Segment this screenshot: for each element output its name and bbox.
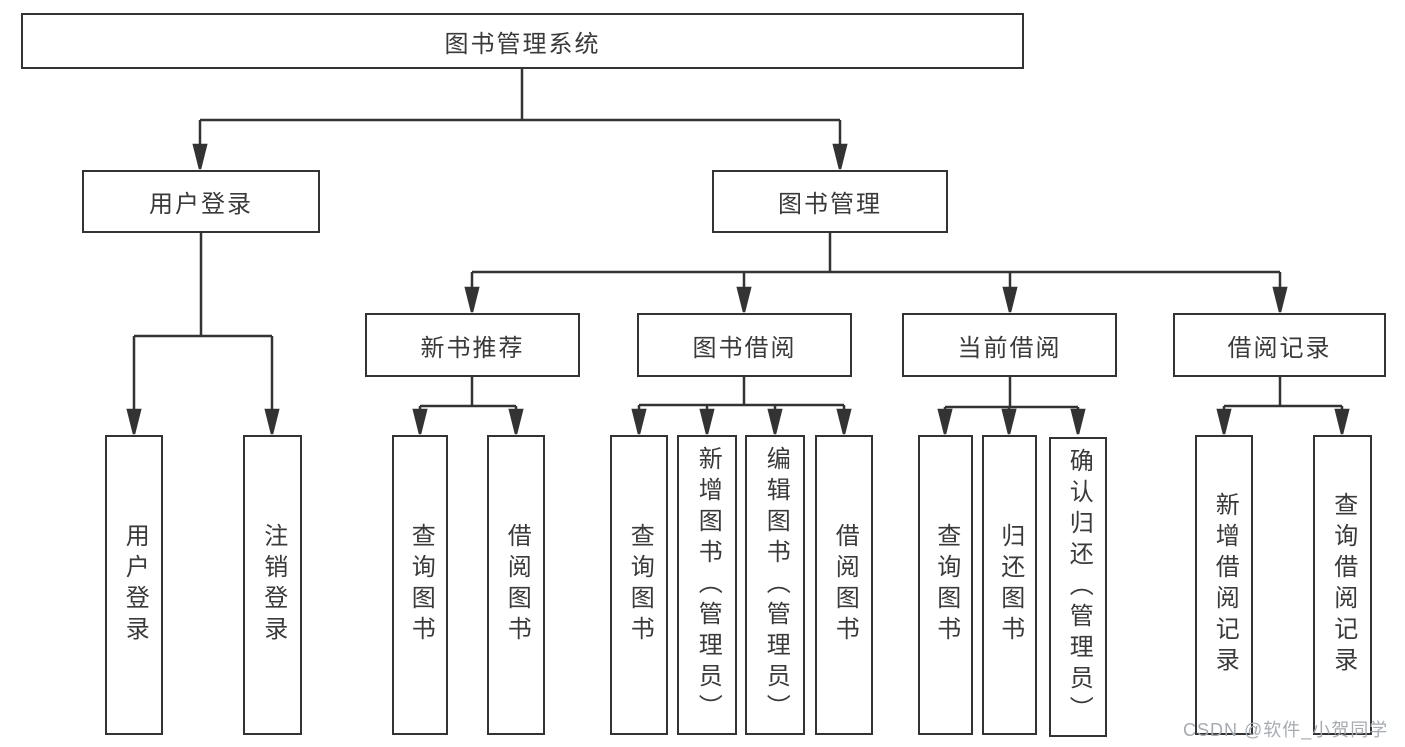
connector-book-borrow	[631, 377, 852, 435]
connector-user-login-path	[132, 233, 274, 416]
leaf-query-book-2-label: 查询图书	[626, 523, 654, 647]
arrowhead-icon	[937, 408, 953, 435]
arrowhead-icon	[192, 143, 208, 170]
arrowhead-icon	[836, 408, 852, 435]
arrowhead-icon	[832, 143, 848, 170]
connector-root-path	[198, 69, 842, 150]
leaf-edit-book-admin-label: 编辑图书（管理员）	[762, 445, 790, 725]
leaf-query-book-3: 查询图书	[918, 435, 973, 735]
leaf-borrow-book-2-label: 借阅图书	[831, 523, 859, 647]
leaf-confirm-return-admin-label: 确认归还（管理员）	[1065, 447, 1093, 727]
arrowhead-icon	[1070, 408, 1086, 435]
connector-new-book-recommend-path	[418, 377, 518, 416]
arrowhead-icon	[1216, 408, 1232, 435]
connector-user-login	[126, 233, 280, 435]
arrowhead-icon	[412, 408, 428, 435]
node-book-management: 图书管理	[712, 170, 948, 233]
leaf-add-book-admin: 新增图书（管理员）	[677, 435, 737, 735]
connector-book-management-path	[470, 233, 1282, 292]
arrowhead-icon	[1002, 286, 1018, 313]
arrowhead-icon	[464, 286, 480, 313]
leaf-query-book-3-label: 查询图书	[932, 523, 960, 647]
node-root: 图书管理系统	[21, 13, 1024, 69]
node-user-login: 用户登录	[82, 170, 320, 233]
connector-current-borrow	[937, 377, 1086, 435]
leaf-add-book-admin-label: 新增图书（管理员）	[694, 445, 722, 725]
arrowhead-icon	[631, 408, 647, 435]
leaf-return-book: 归还图书	[982, 435, 1037, 735]
leaf-query-borrow-record: 查询借阅记录	[1313, 435, 1372, 735]
leaf-logout-label: 注销登录	[259, 523, 287, 647]
arrowhead-icon	[1334, 408, 1350, 435]
arrowhead-icon	[126, 408, 142, 435]
connector-root	[192, 69, 848, 170]
arrowhead-icon	[1001, 408, 1017, 435]
connector-borrow-records-path	[1222, 377, 1344, 416]
arrowhead-icon	[767, 408, 783, 435]
leaf-query-book-2: 查询图书	[610, 435, 668, 735]
leaf-query-book-1: 查询图书	[392, 435, 448, 735]
leaf-query-book-1-label: 查询图书	[407, 523, 435, 647]
leaf-user-login: 用户登录	[105, 435, 163, 735]
arrowhead-icon	[736, 286, 752, 313]
leaf-confirm-return-admin: 确认归还（管理员）	[1049, 437, 1107, 737]
leaf-borrow-book-2: 借阅图书	[815, 435, 873, 735]
node-new-book-recommend: 新书推荐	[365, 313, 580, 377]
leaf-borrow-book-1-label: 借阅图书	[503, 523, 531, 647]
arrowhead-icon	[699, 408, 715, 435]
connector-current-borrow-path	[943, 377, 1080, 416]
leaf-borrow-book-1: 借阅图书	[487, 435, 545, 735]
leaf-user-login-label: 用户登录	[121, 523, 149, 647]
connector-book-borrow-path	[637, 377, 846, 416]
node-borrow-records: 借阅记录	[1173, 313, 1386, 377]
arrowhead-icon	[1272, 286, 1288, 313]
leaf-logout: 注销登录	[243, 435, 302, 735]
leaf-add-borrow-record: 新增借阅记录	[1195, 435, 1253, 735]
node-current-borrow: 当前借阅	[902, 313, 1117, 377]
connector-book-management	[464, 233, 1288, 313]
arrowhead-icon	[508, 408, 524, 435]
watermark: CSDN @软件_小贺同学	[1183, 720, 1389, 740]
leaf-add-borrow-record-label: 新增借阅记录	[1211, 492, 1239, 678]
leaf-edit-book-admin: 编辑图书（管理员）	[745, 435, 805, 735]
node-book-borrow: 图书借阅	[637, 313, 852, 377]
leaf-query-borrow-record-label: 查询借阅记录	[1329, 492, 1357, 678]
connector-borrow-records	[1216, 377, 1350, 435]
leaf-return-book-label: 归还图书	[996, 523, 1024, 647]
connector-new-book-recommend	[412, 377, 524, 435]
arrowhead-icon	[264, 408, 280, 435]
